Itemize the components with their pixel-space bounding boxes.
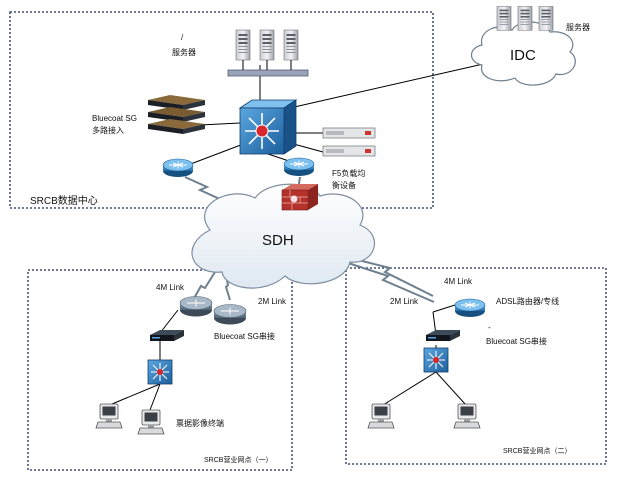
core-switch-icon	[238, 99, 298, 155]
branch1-router-right-icon	[213, 304, 247, 325]
branch2-link-2m-label: 2M Link	[390, 297, 419, 306]
f5-label-1: F5负载均	[332, 168, 365, 178]
bluecoat-multipath-label-1: Bluecoat SG	[92, 114, 137, 123]
branch1-terminal-pc-2-icon	[137, 409, 165, 435]
branch1-link-4m-label: 4M Link	[156, 283, 185, 292]
datacenter-zone	[9, 11, 434, 209]
f5-load-balancer-icon	[322, 127, 376, 157]
branch2-dash-mark: -	[488, 323, 491, 332]
sdh-label: SDH	[262, 232, 294, 249]
dc-servers-label: 服务器	[172, 47, 196, 57]
branch2-label: SRCB营业网点（二）	[503, 446, 571, 455]
branch1-terminal-label: 票据影像终端	[176, 418, 224, 428]
branch2-zone	[345, 267, 607, 465]
branch1-label: SRCB营业网点（一）	[204, 455, 272, 464]
idc-cloud: IDC	[470, 21, 576, 86]
idc-label: IDC	[510, 47, 536, 64]
dc-router-right-icon	[283, 157, 315, 177]
branch2-router-label: ADSL路由器/专线	[496, 296, 559, 306]
datacenter-label: SRCB数据中心	[30, 194, 98, 207]
dc-servers-icon	[227, 29, 309, 77]
f5-label-2: 衡设备	[332, 180, 356, 190]
idc-servers-icon	[496, 5, 554, 31]
branch1-zone	[27, 269, 293, 471]
branch1-bluecoat-label: Bluecoat SG串接	[214, 331, 275, 341]
branch2-pc-1-icon	[367, 403, 395, 429]
branch1-router-left-icon	[179, 296, 213, 317]
branch2-link-4m-label: 4M Link	[444, 277, 473, 286]
dc-router-left-icon	[162, 158, 194, 178]
sdh-cloud: SDH	[191, 183, 376, 289]
branch1-link-2m-label: 2M Link	[258, 297, 287, 306]
firewall-icon	[281, 184, 318, 211]
branch1-bluecoat-icon	[150, 330, 184, 341]
branch2-router-icon	[454, 298, 486, 318]
branch1-terminal-pc-1-icon	[95, 403, 123, 429]
branch2-pc-2-icon	[453, 403, 481, 429]
dc-servers-mark: /	[181, 33, 184, 42]
bluecoat-multipath-label-2: 多路接入	[92, 125, 124, 135]
branch2-router-link	[432, 304, 456, 313]
idc-servers-label: 服务器	[566, 22, 590, 32]
bluecoat-multipath-icon	[148, 95, 205, 134]
branch1-switch-icon	[147, 359, 173, 385]
branch2-switch-icon	[423, 347, 449, 373]
branch2-bluecoat-label: Bluecoat SG串接	[486, 336, 547, 346]
branch2-bluecoat-icon	[426, 330, 460, 341]
